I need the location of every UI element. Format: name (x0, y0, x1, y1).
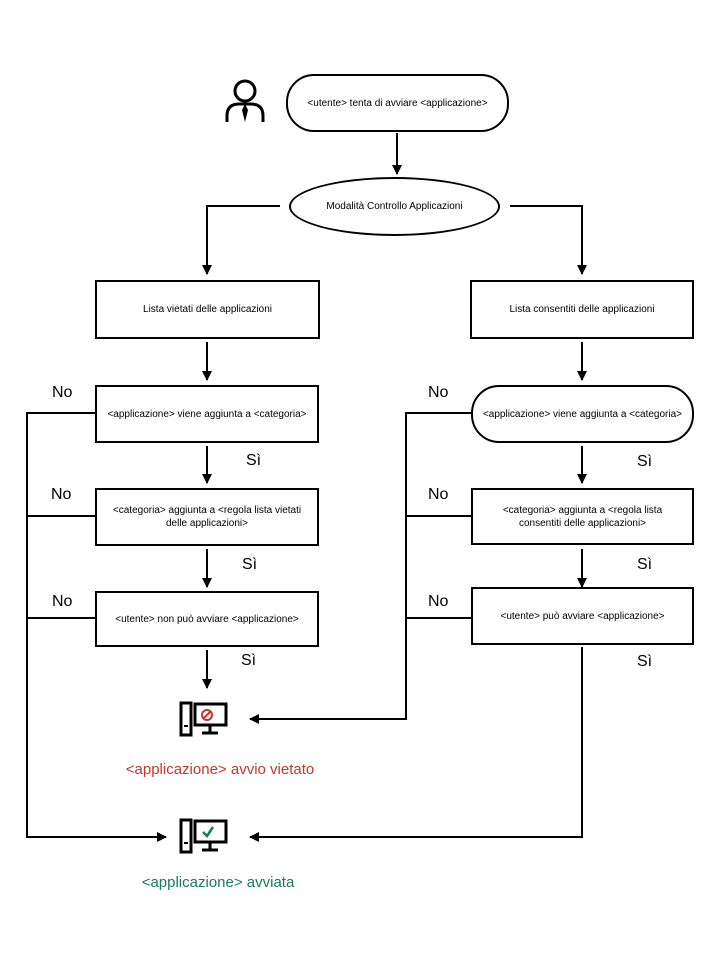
right-no-label-1: No (428, 384, 449, 401)
right-list-text: Lista consentiti delle applicazioni (509, 304, 655, 315)
right-q1-node: <applicazione> viene aggiunta a <categor… (471, 385, 694, 443)
left-q3-text: <utente> non può avviare <applicazione> (115, 613, 299, 625)
mode-node: Modalità Controllo Applicazioni (289, 177, 500, 236)
left-list-text: Lista vietati delle applicazioni (143, 304, 272, 315)
arrow-right-q3-to-started (249, 647, 583, 842)
right-yes-label-1: Sì (637, 453, 653, 470)
right-no-label-3: No (428, 593, 449, 610)
left-q2-text: <categoria> aggiunta a <regola lista vie… (112, 505, 302, 529)
right-q3-text: <utente> può avviare <applicazione> (500, 610, 665, 622)
arrow-mode-to-right-list (510, 205, 587, 275)
left-q1-node: <applicazione> viene aggiunta a <categor… (95, 385, 319, 443)
start-node-text: <utente> tenta di avviare <applicazione> (307, 97, 488, 109)
right-yes-label-3: Sì (637, 653, 653, 670)
right-list-node: Lista consentiti delle applicazioni (470, 280, 694, 339)
left-q2-node: <categoria> aggiunta a <regola lista vie… (95, 488, 319, 546)
left-yes-label-1: Sì (246, 452, 262, 469)
line-left-no-to-started (26, 412, 167, 842)
line-right-no-to-blocked (249, 412, 472, 724)
user-icon (225, 79, 265, 122)
right-q2-node: <categoria> aggiunta a <regola lista con… (471, 488, 694, 545)
left-no-label-2: No (51, 486, 72, 503)
start-node: <utente> tenta di avviare <applicazione> (286, 74, 509, 132)
blocked-result-label: <applicazione> avvio vietato (125, 761, 315, 778)
computer-started-icon (179, 818, 228, 854)
right-q1-text: <applicazione> viene aggiunta a <categor… (482, 408, 683, 420)
left-no-label-3: No (52, 593, 73, 610)
right-q2-text: <categoria> aggiunta a <regola lista con… (502, 504, 663, 529)
mode-node-text: Modalità Controllo Applicazioni (326, 201, 463, 212)
left-no-label-1: No (52, 384, 73, 401)
left-yes-label-3: Sì (241, 652, 257, 669)
right-no-label-2: No (428, 486, 449, 503)
left-yes-label-2: Sì (242, 556, 258, 573)
arrow-mode-to-left-list (202, 205, 280, 275)
left-list-node: Lista vietati delle applicazioni (95, 280, 320, 339)
left-q3-node: <utente> non può avviare <applicazione> (95, 591, 319, 647)
started-result-label: <applicazione> avviata (141, 874, 295, 891)
computer-blocked-icon (179, 701, 228, 737)
right-q3-node: <utente> può avviare <applicazione> (471, 587, 694, 645)
right-yes-label-2: Sì (637, 556, 653, 573)
left-q1-text: <applicazione> viene aggiunta a <categor… (107, 408, 307, 420)
